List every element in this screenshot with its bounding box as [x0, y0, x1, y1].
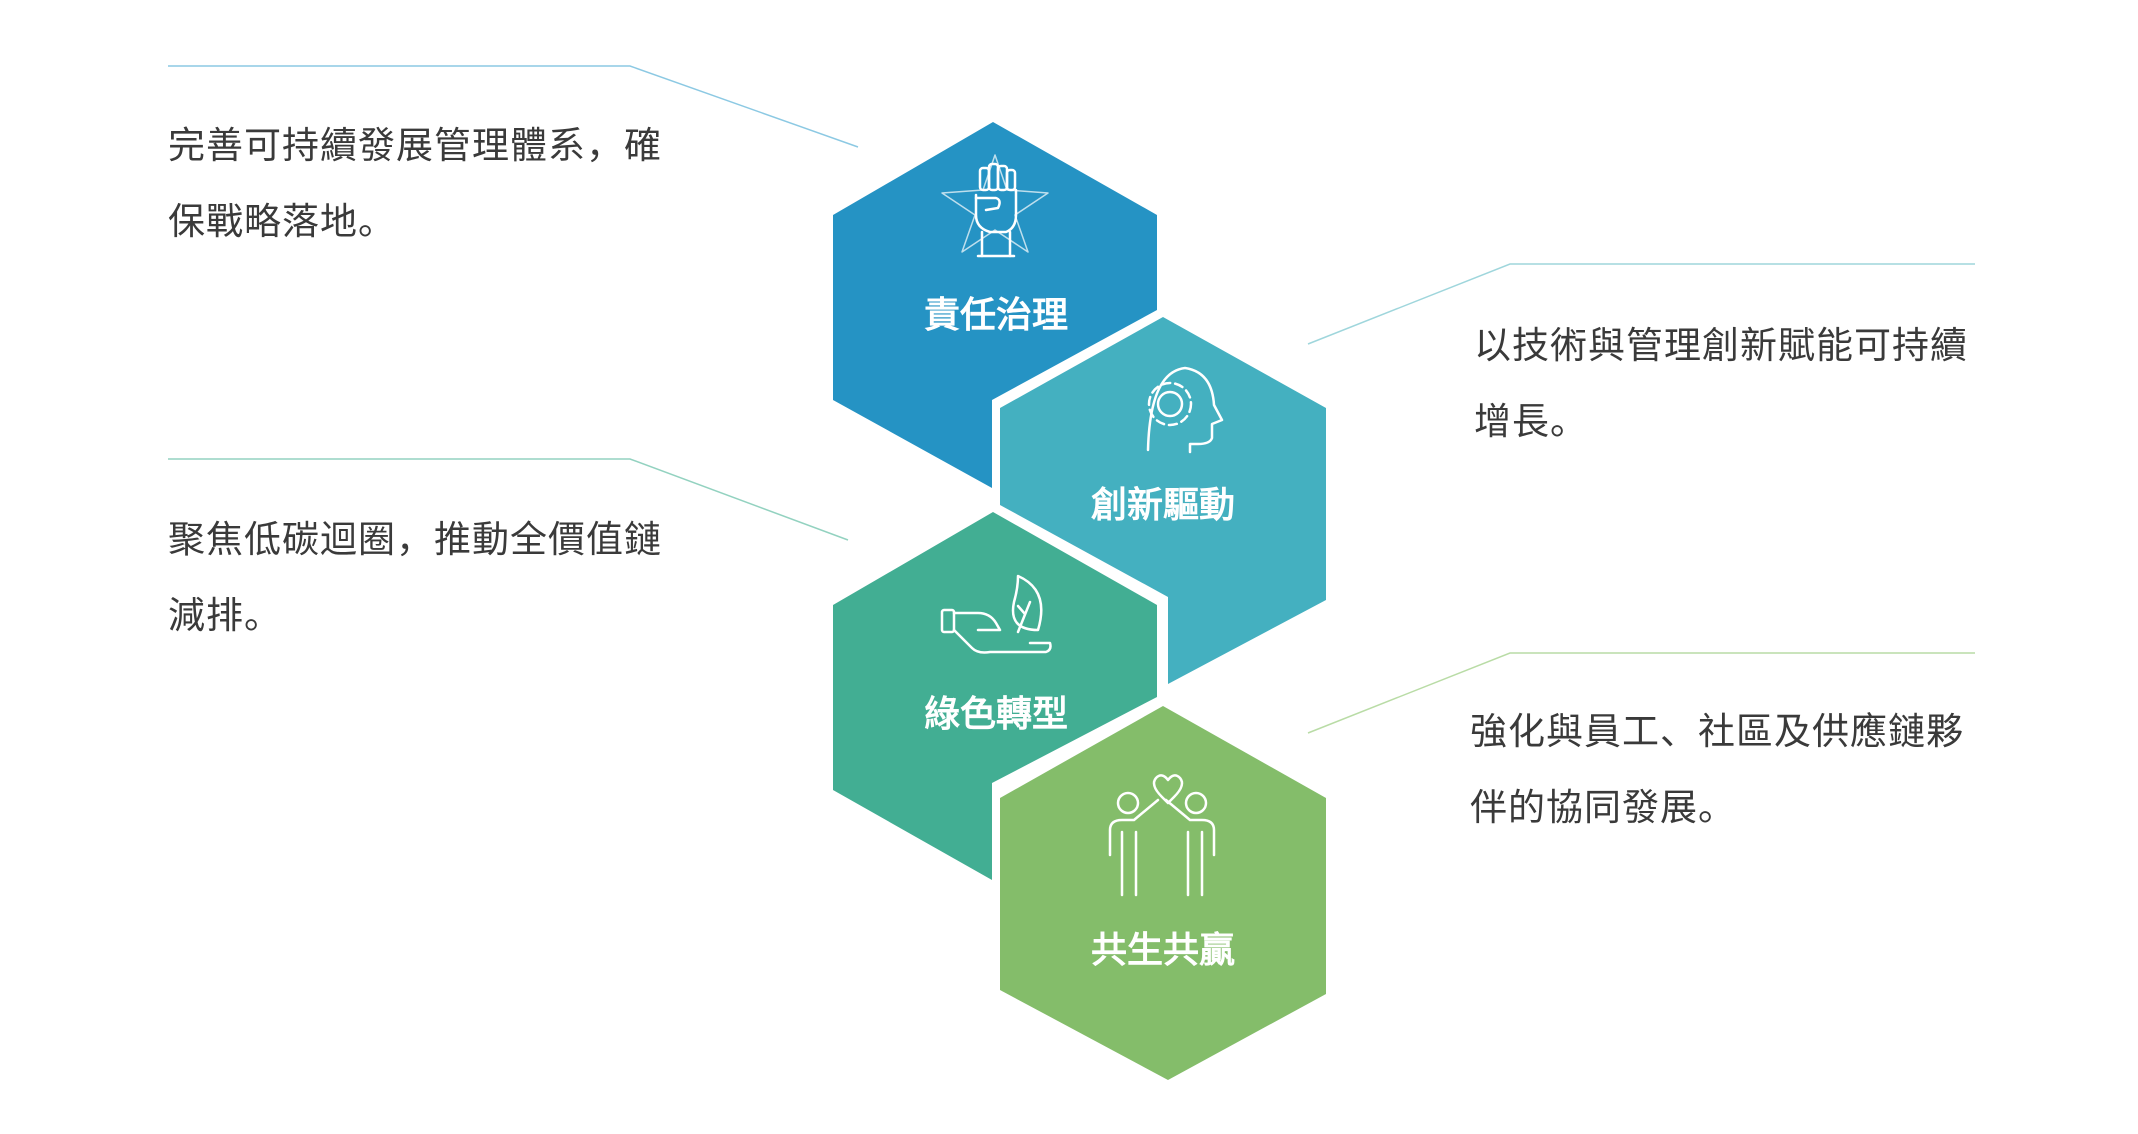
description-line: 以技術與管理創新賦能可持續 — [1474, 324, 1968, 367]
hexagon-shape — [833, 512, 1157, 880]
hand-leaf-icon — [940, 574, 1052, 654]
hexagon-win-win: 共生共贏 — [1000, 706, 1326, 1080]
description-line: 聚焦低碳迴圈，推動全價值鏈 — [168, 518, 662, 561]
description-win-win: 強化與員工、社區及供應鏈夥 伴的協同發展。 — [1470, 694, 1964, 846]
hexagon-label: 綠色轉型 — [924, 694, 1068, 735]
description-line: 伴的協同發展。 — [1470, 786, 1736, 829]
description-line: 保戰略落地。 — [168, 200, 396, 243]
hexagon-label: 創新驅動 — [1091, 485, 1235, 526]
description-green-transformation: 聚焦低碳迴圈，推動全價值鏈 減排。 — [168, 502, 662, 654]
description-governance: 完善可持續發展管理體系，確 保戰略落地。 — [168, 108, 662, 260]
description-line: 增長。 — [1474, 400, 1588, 443]
hexagon-green-transformation: 綠色轉型 — [833, 512, 1157, 880]
hexagon-label: 責任治理 — [924, 295, 1068, 336]
description-innovation: 以技術與管理創新賦能可持續 增長。 — [1474, 308, 1968, 460]
raised-fist-star-icon — [941, 154, 1049, 258]
hexagon-label: 共生共贏 — [1091, 930, 1235, 971]
connector-line-innovation — [1307, 263, 1975, 345]
description-line: 完善可持續發展管理體系，確 — [168, 124, 662, 167]
hexagon-shape — [833, 122, 1157, 488]
hexagon-governance: 責任治理 — [833, 122, 1157, 488]
hexagon-innovation: 創新驅動 — [1000, 317, 1326, 684]
head-gear-icon — [1146, 366, 1224, 454]
description-line: 減排。 — [168, 594, 282, 637]
connector-line-green — [168, 458, 849, 541]
hexagon-shape — [1000, 706, 1326, 1080]
two-people-heart-icon — [1108, 774, 1216, 897]
description-line: 強化與員工、社區及供應鏈夥 — [1470, 710, 1964, 753]
connector-line-win-win — [1307, 652, 1975, 734]
hexagon-shape — [1000, 317, 1326, 684]
connector-line-governance — [168, 65, 859, 148]
